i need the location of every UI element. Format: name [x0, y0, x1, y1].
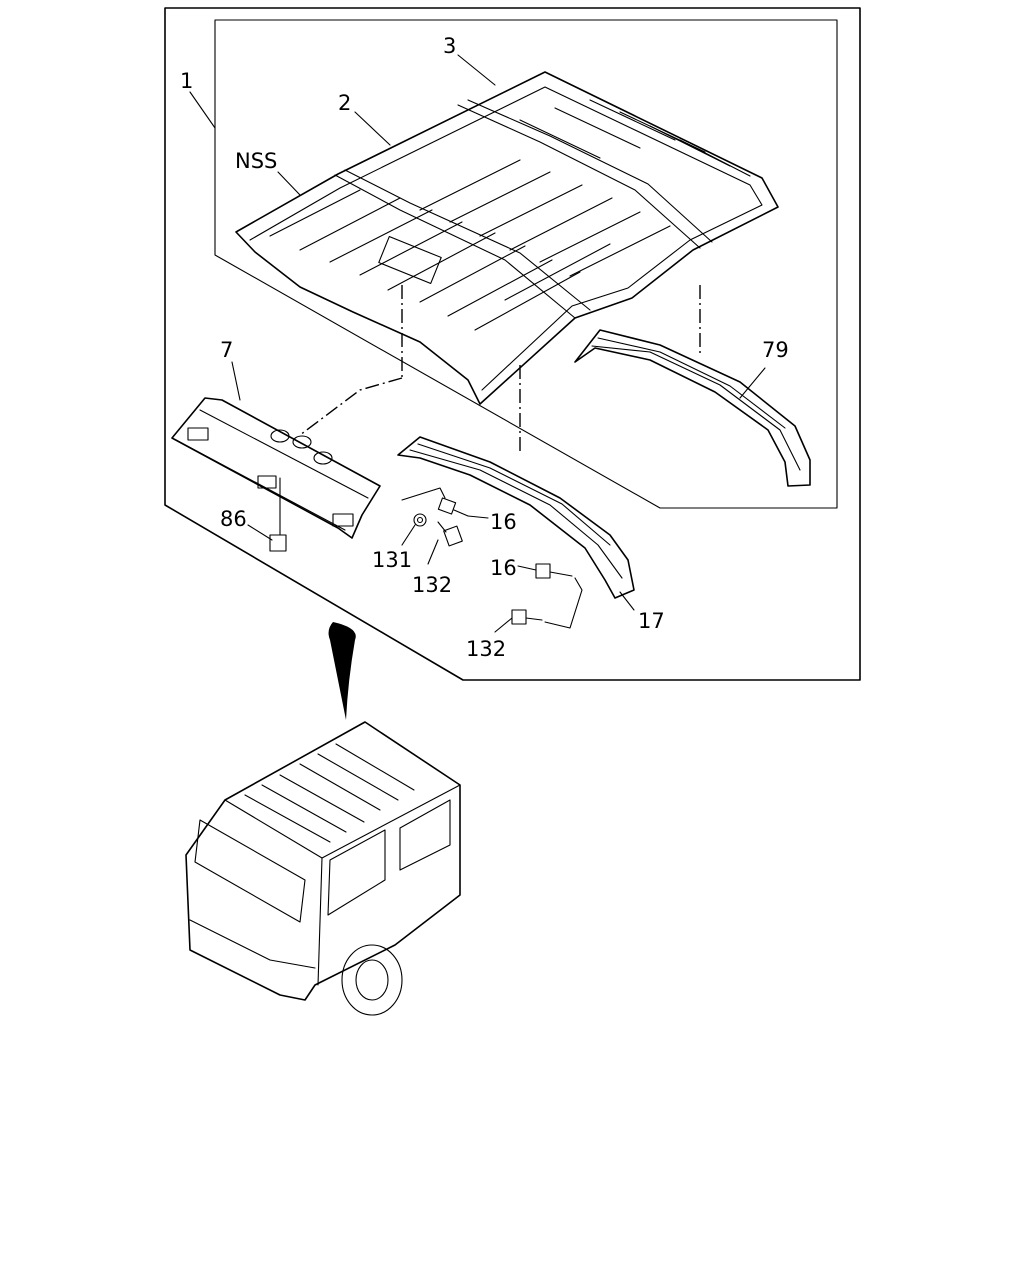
- callout-132-lower: 132: [466, 637, 506, 661]
- callout-1: 1: [180, 69, 193, 93]
- bolt-132-lower: [511, 609, 543, 625]
- callout-17: 17: [638, 609, 665, 633]
- callout-131: 131: [372, 548, 412, 572]
- callout-nss: NSS: [235, 149, 277, 173]
- roof-rail-right: [574, 329, 811, 487]
- bolt-16-lower: [535, 563, 573, 579]
- fasteners: [269, 497, 573, 625]
- clip-86: [269, 534, 287, 552]
- callout-86: 86: [220, 507, 247, 531]
- callout-7: 7: [220, 338, 233, 362]
- callout-16-lower: 16: [490, 556, 517, 580]
- pointer-arrow: [328, 622, 356, 720]
- nut-131: [413, 513, 427, 527]
- bolt-132-upper: [437, 521, 463, 547]
- callout-3: 3: [443, 34, 456, 58]
- callout-labels: 1 2 3 NSS 7 79 86 16 131 132 16 17 132: [180, 34, 789, 661]
- roof-rail-left: [397, 436, 635, 599]
- reference-lines: [299, 285, 701, 455]
- assembly-frame: [164, 7, 861, 681]
- vehicle-overview: [185, 721, 461, 1016]
- callout-132-upper: 132: [412, 573, 452, 597]
- bolt-16-upper: [437, 497, 469, 517]
- headlining-panel: [235, 71, 779, 405]
- callout-79: 79: [762, 338, 789, 362]
- front-header-panel: [171, 397, 381, 539]
- callout-2: 2: [338, 91, 351, 115]
- leader-lines: [189, 54, 766, 633]
- callout-16-upper: 16: [490, 510, 517, 534]
